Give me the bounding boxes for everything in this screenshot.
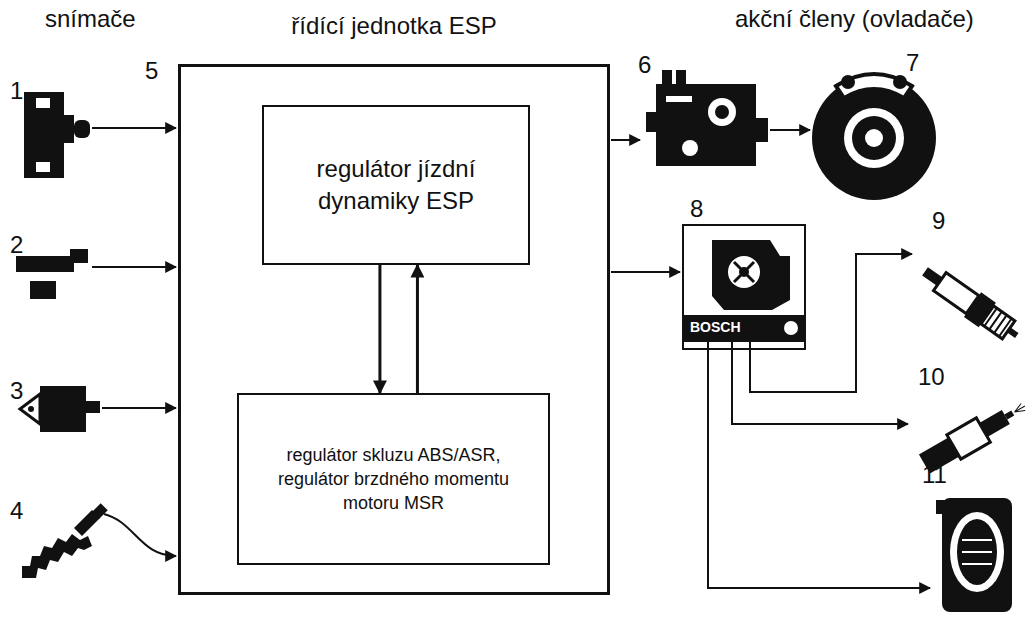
signal-arrow (416, 265, 419, 393)
signal-arrow (104, 514, 176, 556)
box-text: regulátor skluzu ABS/ASR, regulátor brzd… (265, 443, 522, 516)
box-text: regulátor jízdní dynamiky ESP (282, 153, 510, 218)
engine-control-unit (683, 225, 805, 349)
control-wire (732, 342, 908, 424)
output-arrow (770, 129, 810, 131)
signal-arrow (102, 407, 176, 409)
wheel-speed-sensor (22, 503, 108, 578)
group-heading: snímače (45, 6, 136, 32)
pressure-sensor (20, 386, 100, 432)
callout-number: 11 (922, 462, 947, 488)
yaw-rate-sensor (24, 92, 90, 178)
callout-number: 10 (918, 364, 945, 390)
control-unit-frame (180, 66, 609, 594)
callout-number: 8 (690, 196, 703, 222)
signal-arrow (378, 265, 381, 393)
unit-heading: řídící jednotka ESP (178, 8, 610, 41)
callout-number: 7 (906, 50, 919, 76)
callout-number: 1 (10, 78, 23, 104)
throttle-valve (936, 498, 1012, 612)
output-arrow (611, 271, 680, 273)
hydraulic-modulator (646, 70, 768, 166)
callout-number: 6 (638, 52, 651, 78)
callout-number: 3 (10, 378, 23, 404)
signal-arrow (92, 127, 176, 129)
callout-number: 9 (932, 208, 945, 234)
disc-brake (812, 74, 936, 200)
control-wire (708, 342, 930, 588)
callout-number: 5 (145, 58, 158, 84)
callout-number: 4 (10, 498, 23, 524)
signal-arrow (92, 266, 176, 268)
output-arrow (611, 139, 640, 141)
spark-plug (916, 259, 1025, 348)
control-wire (750, 254, 912, 392)
group-heading: akční členy (ovladače) (735, 6, 974, 32)
brand-logo: BOSCH (690, 320, 741, 335)
control-unit: regulátor jízdní dynamiky ESP regulátor s… (178, 8, 610, 595)
steering-angle-sensor (16, 249, 88, 299)
callout-number: 2 (10, 232, 23, 258)
controller-box: regulátor jízdní dynamiky ESP (262, 105, 530, 265)
controller-box: regulátor skluzu ABS/ASR, regulátor brzd… (237, 393, 550, 565)
